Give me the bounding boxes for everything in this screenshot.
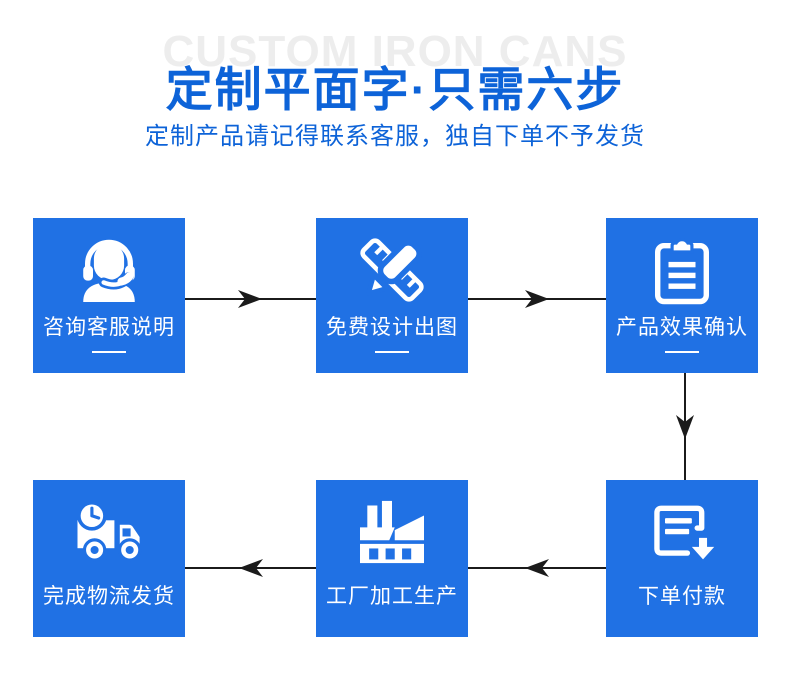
arrow-down-step3-to-step4 bbox=[676, 373, 694, 480]
page-title: 定制平面字·只需六步 bbox=[165, 63, 625, 116]
step-box-consult-service: 咨询客服说明 bbox=[33, 218, 185, 373]
step-label: 完成物流发货 bbox=[43, 585, 175, 608]
step-label: 免费设计出图 bbox=[326, 316, 458, 339]
factory-icon bbox=[357, 495, 427, 569]
delivery-truck-clock-icon bbox=[73, 495, 145, 569]
arrow-right-step1-to-step2 bbox=[185, 290, 316, 308]
step-box-place-order: 下单付款 bbox=[606, 480, 758, 637]
customer-service-headset-icon bbox=[77, 233, 141, 307]
page-subtitle: 定制产品请记得联系客服，独自下单不予发货 bbox=[145, 123, 645, 150]
step-box-free-design: 免费设计出图 bbox=[316, 218, 468, 373]
order-download-icon bbox=[648, 495, 716, 569]
arrow-left-step5-to-step6 bbox=[185, 559, 316, 577]
pencil-ruler-design-icon bbox=[357, 233, 427, 307]
label-underline bbox=[92, 351, 126, 353]
clipboard-checklist-icon bbox=[653, 233, 711, 307]
step-label: 工厂加工生产 bbox=[326, 585, 458, 608]
step-box-confirm-effect: 产品效果确认 bbox=[606, 218, 758, 373]
arrow-right-step2-to-step3 bbox=[468, 290, 606, 308]
step-label: 下单付款 bbox=[638, 585, 726, 608]
step-label: 咨询客服说明 bbox=[43, 316, 175, 339]
label-underline bbox=[665, 351, 699, 353]
label-underline bbox=[375, 351, 409, 353]
step-box-factory-production: 工厂加工生产 bbox=[316, 480, 468, 637]
background-watermark-text: CUSTOM IRON CANS bbox=[162, 27, 628, 76]
step-label: 产品效果确认 bbox=[616, 316, 748, 339]
step-box-logistics-delivery: 完成物流发货 bbox=[33, 480, 185, 637]
arrow-left-step4-to-step5 bbox=[468, 559, 606, 577]
